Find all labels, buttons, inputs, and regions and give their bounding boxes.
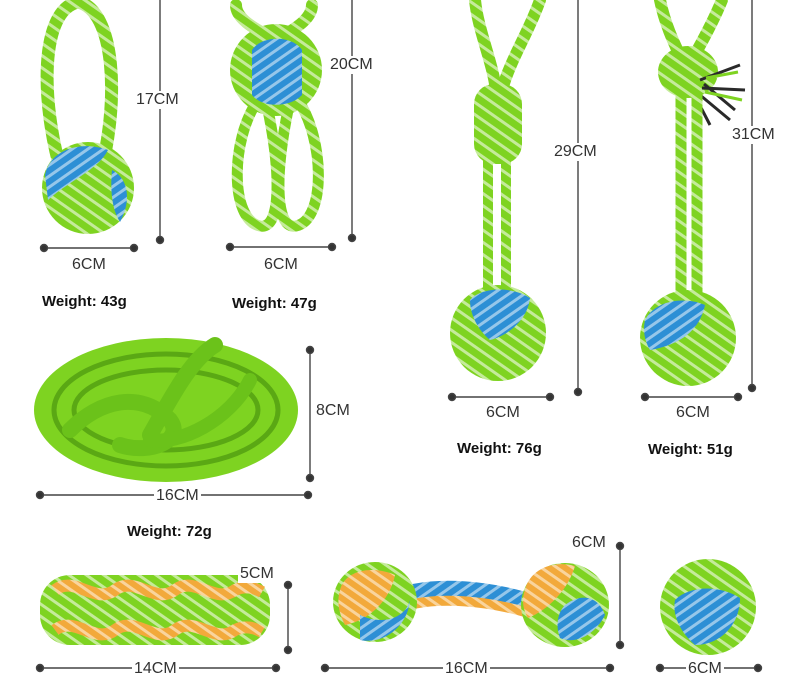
weight-label-loop-ball: Weight: 43g [42,293,127,310]
weight-label-long-rope-ball: Weight: 76g [457,440,542,457]
width-label-rope-dumbbell: 16CM [443,660,490,678]
height-label-braided-stick: 5CM [238,565,276,583]
height-label-long-rope-ball: 29CM [552,143,599,161]
toy-double-loop-knot [230,0,324,232]
dimension-lines [35,0,763,673]
weight-label-flip-flop-rope: Weight: 72g [127,523,212,540]
weight-label-double-loop-knot: Weight: 47g [232,295,317,312]
height-label-flip-flop-rope: 8CM [314,402,352,420]
height-label-rope-dumbbell: 6CM [570,534,608,552]
toy-loop-ball [40,0,134,234]
toy-rope-dumbbell [333,562,609,647]
width-label-long-rope-ball: 6CM [484,404,522,422]
toy-long-rope-ball [450,0,546,381]
width-label-small-ball: 6CM [686,660,724,678]
width-label-loop-ball: 6CM [70,256,108,274]
width-label-double-loop-knot: 6CM [262,256,300,274]
height-label-long-rope-ball-tassel: 31CM [730,126,777,144]
width-label-flip-flop-rope: 16CM [154,487,201,505]
toy-braided-stick [40,575,270,645]
tassel-fringe [694,63,746,126]
toy-small-ball [660,559,756,655]
width-label-braided-stick: 14CM [132,660,179,678]
weight-label-long-rope-ball-tassel: Weight: 51g [648,441,733,458]
height-label-loop-ball: 17CM [134,91,181,109]
toy-flip-flop-rope [34,337,298,482]
height-label-double-loop-knot: 20CM [328,56,375,74]
width-label-long-rope-ball-tassel: 6CM [674,404,712,422]
toy-long-rope-ball-tassel [640,0,746,386]
